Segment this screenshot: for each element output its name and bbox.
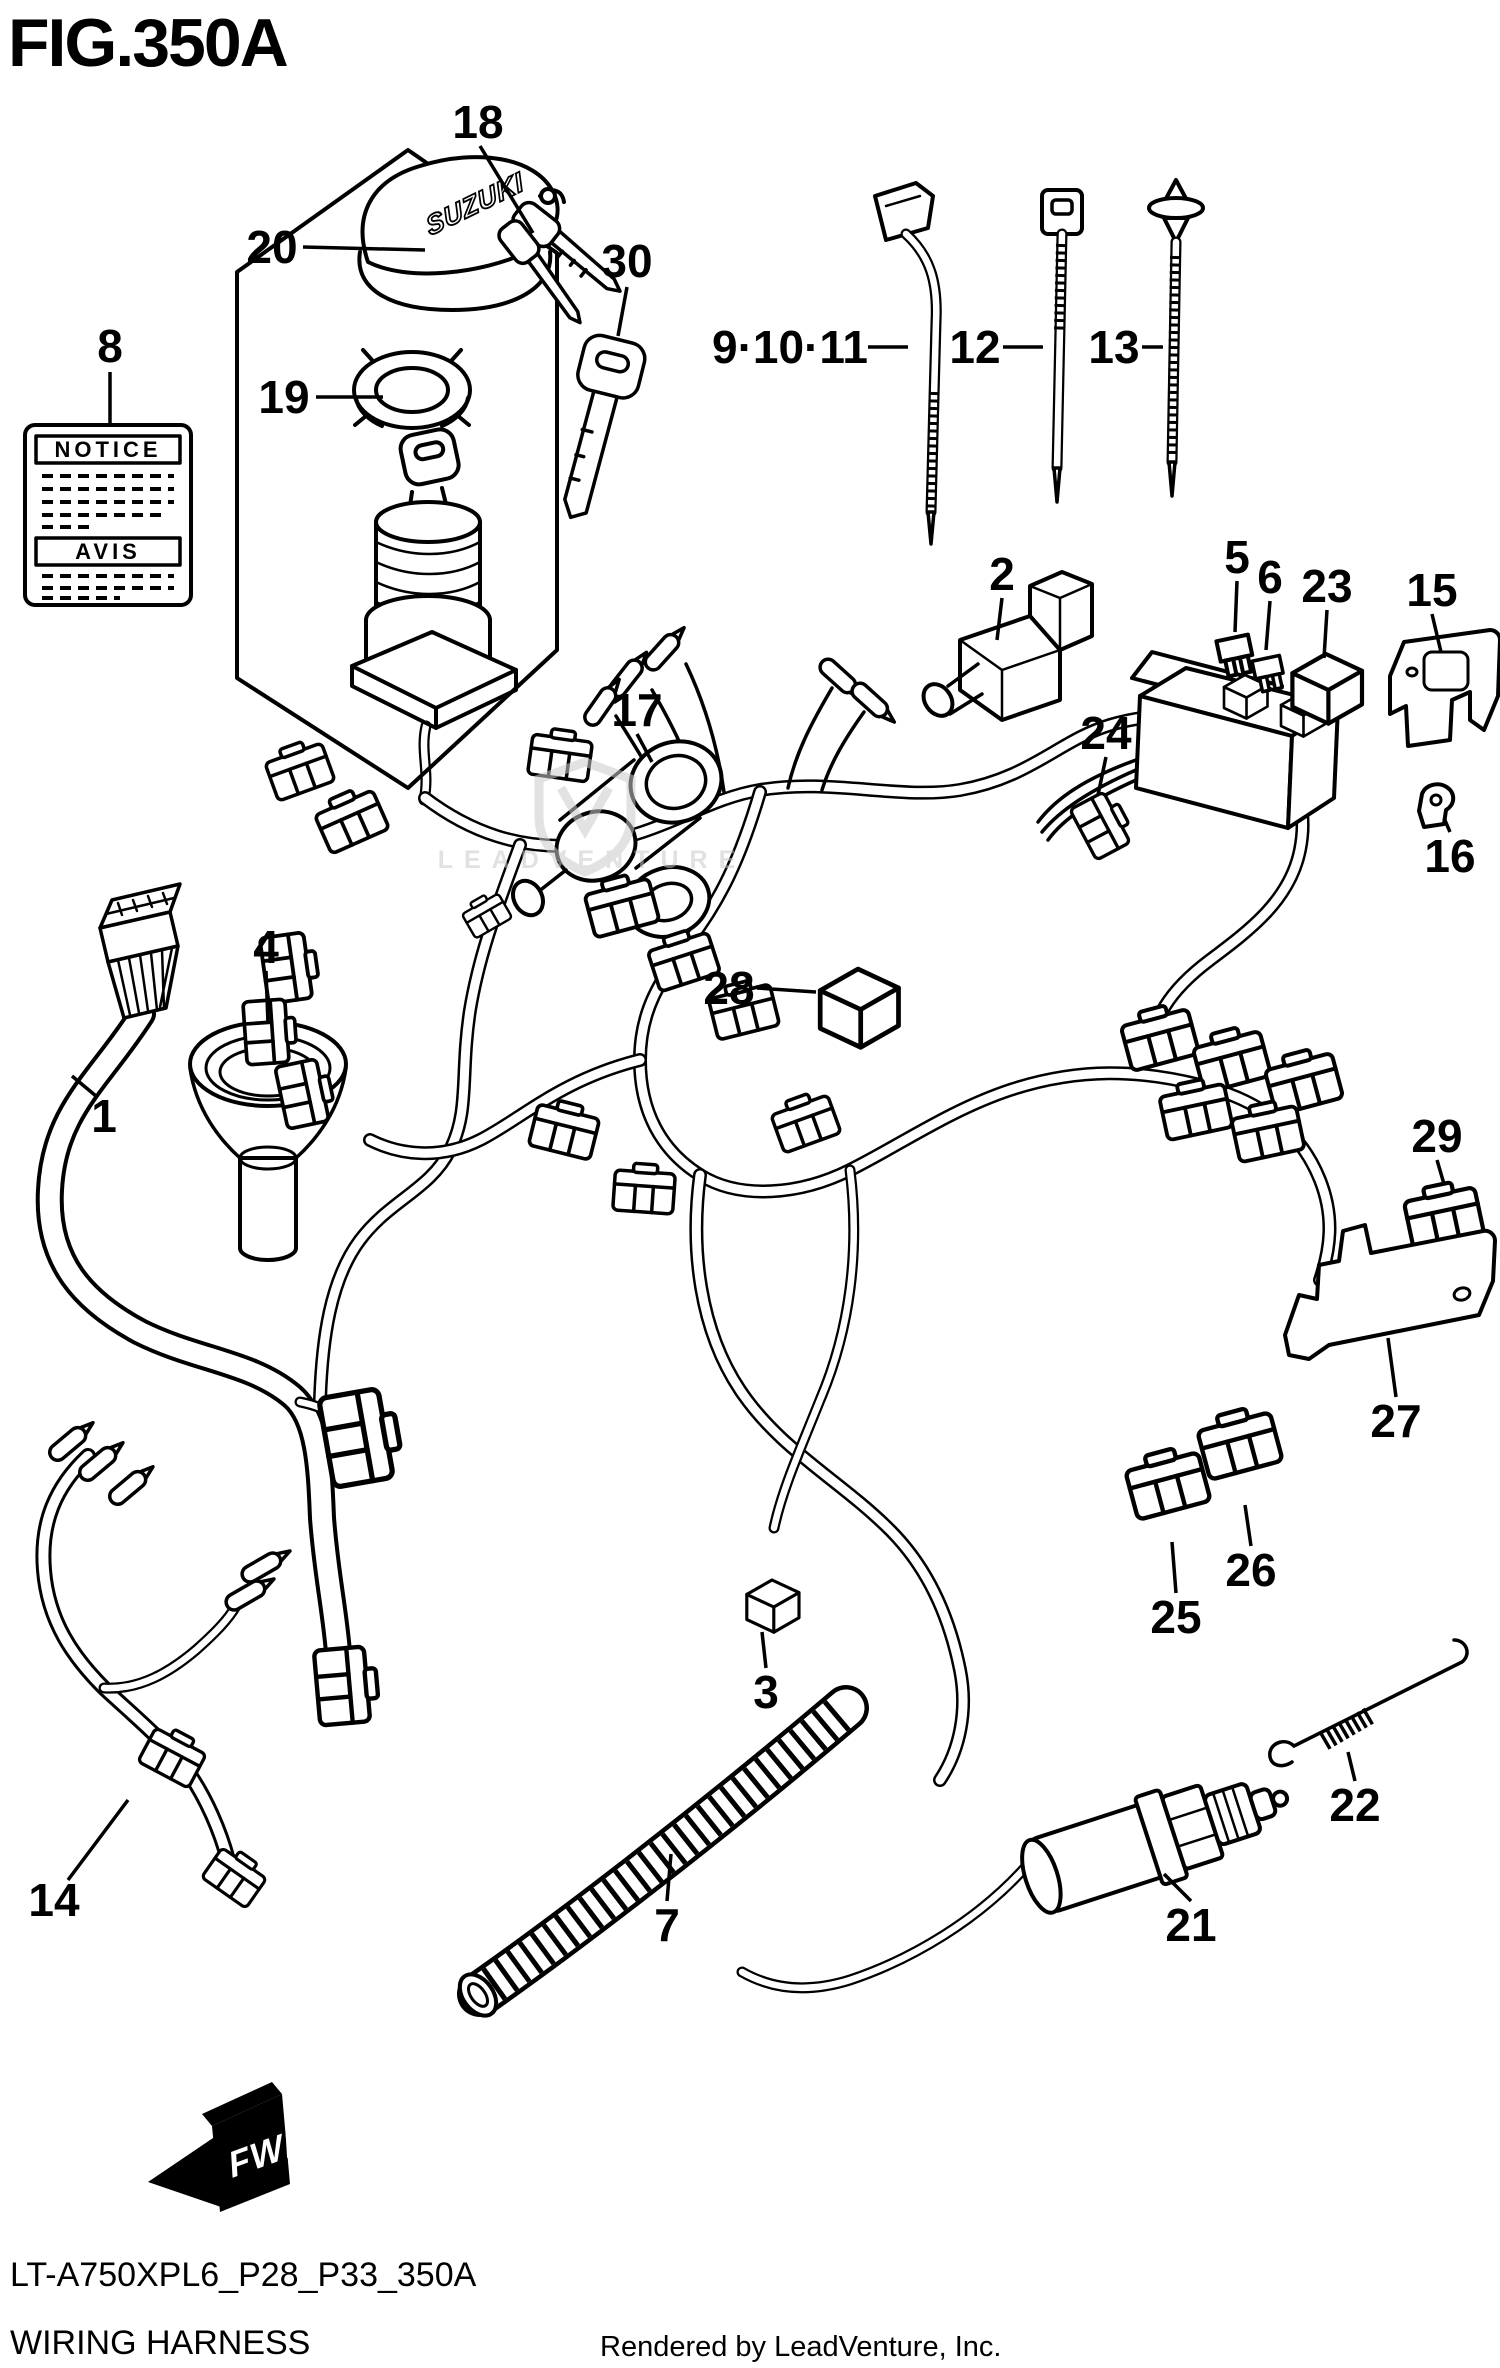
leader-line-7 <box>665 1853 673 1902</box>
leader-line-20 <box>302 245 426 252</box>
part-label-17: 17 <box>611 684 662 736</box>
leader-line-16 <box>1442 817 1452 833</box>
render-credit: Rendered by LeadVenture, Inc. <box>600 2331 1001 2363</box>
leader-line-2 <box>995 597 1004 641</box>
figure-name: WIRING HARNESS <box>10 2324 310 2362</box>
part-label-15: 15 <box>1406 564 1457 616</box>
leader-line-27 <box>1386 1337 1398 1398</box>
bracket-15 <box>1388 628 1500 748</box>
part-label-4: 4 <box>253 921 279 973</box>
ring-nut <box>352 348 472 430</box>
part-label-13: 13 <box>1088 321 1139 373</box>
part-label-22: 22 <box>1329 1779 1380 1831</box>
corrugated-tube-7 <box>457 1685 869 2018</box>
sub-harness-14 <box>35 1414 296 1910</box>
leader-line-18 <box>478 145 535 234</box>
notice-title: NOTICE <box>54 437 161 462</box>
fuse-box <box>1130 650 1340 830</box>
leader-line-25 <box>1170 1541 1178 1594</box>
avis-title: AVIS <box>75 539 141 564</box>
part-label-8: 8 <box>97 320 123 372</box>
leader-line-23 <box>1322 609 1329 659</box>
cable-tie-3 <box>1147 178 1205 498</box>
part-label-1: 1 <box>91 1090 117 1142</box>
leader-line-22 <box>1346 1751 1357 1782</box>
part-label-9·10·11: 9·10·11 <box>712 321 868 373</box>
leader-line-4 <box>264 970 270 1025</box>
leader-line-26 <box>1243 1504 1253 1547</box>
part-label-26: 26 <box>1225 1544 1276 1596</box>
part-label-23: 23 <box>1301 560 1352 612</box>
part-label-25: 25 <box>1150 1591 1201 1643</box>
fwd-arrow: FWD <box>148 2082 314 2212</box>
cable-tie-2 <box>1040 188 1084 504</box>
notice-label: NOTICE AVIS <box>23 423 193 607</box>
leader-line-30 <box>616 286 629 337</box>
part-label-2: 2 <box>989 548 1015 600</box>
part-label-24: 24 <box>1080 707 1132 759</box>
figure-code: LT-A750XPL6_P28_P33_350A <box>10 2256 477 2294</box>
part-label-7: 7 <box>654 1899 680 1951</box>
watermark-text: LEADVENTURE <box>438 846 747 874</box>
part-label-28: 28 <box>703 962 754 1014</box>
leader-line-17 <box>635 733 654 763</box>
part-label-6: 6 <box>1257 551 1283 603</box>
part-label-18: 18 <box>452 96 503 148</box>
part-label-30: 30 <box>601 235 652 287</box>
leader-line-3 <box>760 1631 768 1669</box>
part-label-14: 14 <box>28 1874 80 1926</box>
keys-icon <box>497 200 622 325</box>
blank-key-icon <box>563 333 647 520</box>
ignition-switch <box>350 427 518 730</box>
figure-title: FIG.350A <box>8 5 288 81</box>
part-label-27: 27 <box>1370 1395 1421 1447</box>
bracket-16 <box>1417 782 1456 829</box>
part-label-12: 12 <box>949 321 1000 373</box>
leader-line-6 <box>1264 600 1272 651</box>
throttle-spring-22 <box>1268 1638 1469 1768</box>
part-label-29: 29 <box>1411 1110 1462 1162</box>
part-label-5: 5 <box>1224 531 1250 583</box>
part-label-3: 3 <box>753 1666 779 1718</box>
brake-switch-21 <box>736 1782 1290 1994</box>
part-label-19: 19 <box>258 371 309 423</box>
boot-connector-2 <box>921 570 1094 722</box>
part-label-21: 21 <box>1165 1899 1216 1951</box>
leader-line-5 <box>1233 580 1239 633</box>
leader-line-15 <box>1430 613 1443 653</box>
leader-line-24 <box>1096 756 1108 796</box>
leader-line-1 <box>70 1074 98 1098</box>
part-18-key-set-box: SUZUKI <box>235 148 622 790</box>
cable-tie-1 <box>873 181 942 546</box>
bracket-27 <box>1283 1223 1497 1361</box>
main-connector-block <box>98 882 182 1020</box>
leader-line-28 <box>756 986 817 994</box>
part-label-16: 16 <box>1424 830 1475 882</box>
leader-line-21 <box>1162 1872 1193 1903</box>
leader-line-14 <box>66 1798 130 1882</box>
watermark: LEADVENTURE <box>438 757 747 877</box>
part-label-20: 20 <box>246 221 297 273</box>
leader-line-29 <box>1435 1159 1446 1185</box>
